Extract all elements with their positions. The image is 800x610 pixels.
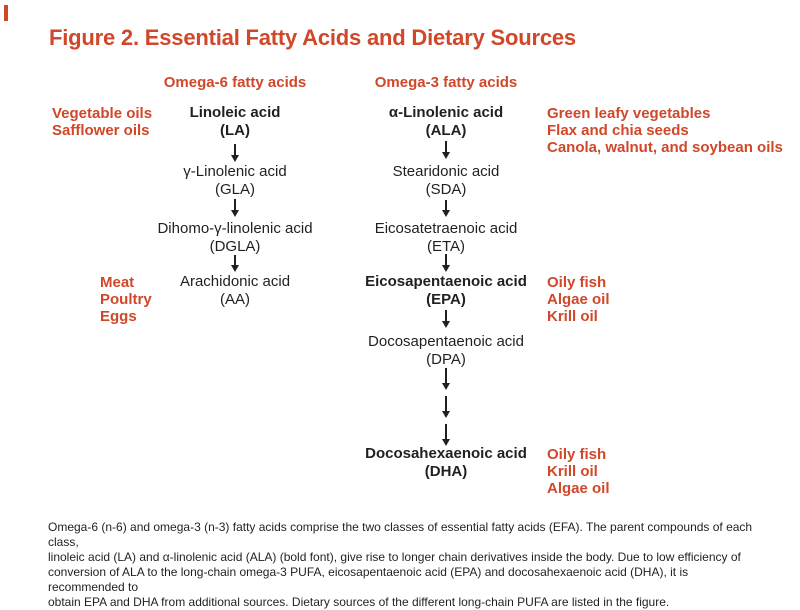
node-name: Eicosatetraenoic acid (374, 220, 518, 237)
arrow-down-icon (441, 368, 451, 390)
node-name: Stearidonic acid (392, 163, 500, 180)
node-eicosapentaenoic-acid: Eicosapentaenoic acid (EPA) (326, 273, 566, 309)
node-eicosatetraenoic-acid: Eicosatetraenoic acid (ETA) (326, 220, 566, 256)
sources-omega3-parent: Green leafy vegetables Flax and chia see… (547, 105, 783, 156)
caption-line: obtain EPA and DHA from additional sourc… (48, 595, 670, 609)
node-arachidonic-acid: Arachidonic acid (AA) (115, 273, 355, 309)
node-abbr: (DHA) (424, 463, 468, 480)
node-name: Dihomo-γ-linolenic acid (157, 220, 313, 237)
arrow-down-icon (441, 310, 451, 328)
source-line: Green leafy vegetables (547, 105, 711, 122)
node-name: α-Linolenic acid (388, 104, 504, 121)
node-linoleic-acid: Linoleic acid (LA) (115, 104, 355, 140)
node-abbr: (GLA) (214, 181, 255, 198)
figure-title: Figure 2. Essential Fatty Acids and Diet… (49, 25, 576, 50)
sources-omega6-parent: Vegetable oils Safflower oils (52, 105, 152, 139)
node-abbr: (AA) (220, 291, 250, 308)
figure-caption: Omega-6 (n-6) and omega-3 (n-3) fatty ac… (48, 520, 768, 610)
caption-line: conversion of ALA to the long-chain omeg… (48, 565, 689, 594)
arrow-down-icon (230, 199, 240, 217)
node-name: Docosahexaenoic acid (365, 445, 527, 462)
node-name: Docosapentaenoic acid (368, 333, 524, 350)
node-docosahexaenoic-acid: Docosahexaenoic acid (DHA) (326, 445, 566, 481)
caption-line: Omega-6 (n-6) and omega-3 (n-3) fatty ac… (48, 520, 753, 549)
source-line: Flax and chia seeds (547, 122, 689, 139)
sources-omega3-dha: Oily fish Krill oil Algae oil (547, 446, 610, 497)
source-line: Algae oil (547, 291, 610, 308)
node-gamma-linolenic-acid: γ-Linolenic acid (GLA) (115, 163, 355, 199)
source-line: Eggs (100, 308, 137, 325)
source-line: Canola, walnut, and soybean oils (547, 139, 783, 156)
node-abbr: (EPA) (426, 291, 466, 308)
node-name: γ-Linolenic acid (183, 163, 287, 180)
arrow-down-icon (441, 396, 451, 418)
source-line: Poultry (100, 291, 152, 308)
node-abbr: (ALA) (425, 122, 467, 139)
arrow-down-icon (441, 141, 451, 159)
source-line: Oily fish (547, 274, 607, 291)
source-line: Algae oil (547, 480, 610, 497)
node-alpha-linolenic-acid: α-Linolenic acid (ALA) (326, 104, 566, 140)
node-name: Linoleic acid (189, 104, 281, 121)
omega3-header: Omega-3 fatty acids (374, 74, 518, 91)
node-abbr: (LA) (220, 122, 250, 139)
source-line: Safflower oils (52, 122, 150, 139)
sources-omega3-epa: Oily fish Algae oil Krill oil (547, 274, 610, 325)
source-line: Meat (100, 274, 135, 291)
caption-line: linoleic acid (LA) and α-linolenic acid … (48, 550, 741, 564)
node-abbr: (SDA) (425, 181, 467, 198)
source-line: Oily fish (547, 446, 607, 463)
node-abbr: (DGLA) (209, 238, 261, 255)
arrow-down-icon (441, 424, 451, 446)
arrow-down-icon (441, 254, 451, 272)
node-dihomo-gamma-linolenic-acid: Dihomo-γ-linolenic acid (DGLA) (115, 220, 355, 256)
corner-mark (4, 5, 8, 21)
node-name: Eicosapentaenoic acid (365, 273, 527, 290)
node-name: Arachidonic acid (179, 273, 291, 290)
sources-omega6-aa: Meat Poultry Eggs (100, 274, 152, 325)
omega6-header: Omega-6 fatty acids (163, 74, 307, 91)
node-abbr: (ETA) (426, 238, 466, 255)
arrow-down-icon (230, 144, 240, 162)
arrow-down-icon (441, 200, 451, 217)
source-line: Krill oil (547, 308, 598, 325)
source-line: Vegetable oils (52, 105, 153, 122)
node-abbr: (DPA) (426, 351, 466, 368)
arrow-down-icon (230, 255, 240, 272)
node-stearidonic-acid: Stearidonic acid (SDA) (326, 163, 566, 199)
source-line: Krill oil (547, 463, 598, 480)
node-docosapentaenoic-acid: Docosapentaenoic acid (DPA) (326, 333, 566, 369)
